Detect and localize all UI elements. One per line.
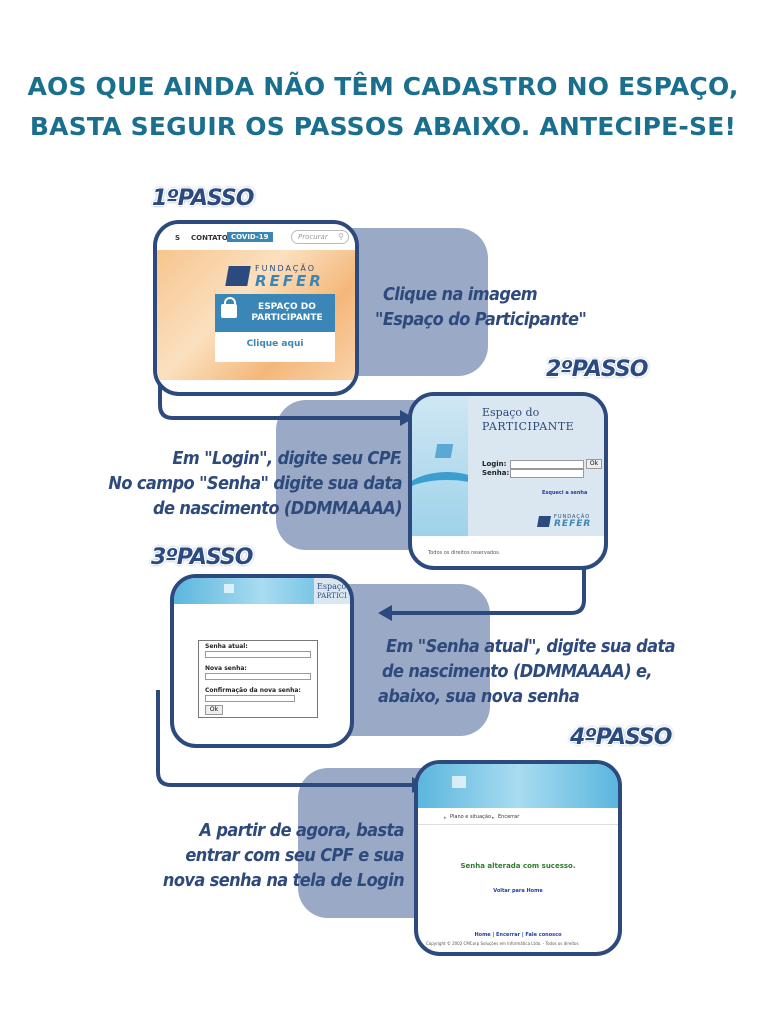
step1-instruction-line2: "Espaço do Participante": [375, 309, 587, 330]
headline-line-2: BASTA SEGUIR OS PASSOS ABAIXO. ANTECIPE-…: [29, 112, 737, 141]
login-panel: Espaço do PARTICIPANTE Login: Ok Senha: …: [468, 396, 604, 536]
login-side-graphic: [412, 396, 492, 536]
step2-instruction: Em "Login", digite seu CPF. No campo "Se…: [90, 446, 402, 521]
menu-encerrar[interactable]: Encerrar: [498, 814, 520, 820]
login-ok-button[interactable]: Ok: [586, 459, 602, 469]
header-title-2: PARTICI: [317, 592, 347, 600]
refer-logo-icon-mini: [537, 516, 551, 527]
senha-atual-label: Senha atual:: [205, 643, 248, 650]
step3-screenshot: Espaço PARTICI Senha atual: Nova senha: …: [170, 574, 354, 748]
step2-screenshot: Espaço do PARTICIPANTE Login: Ok Senha: …: [408, 392, 608, 570]
success-message: Senha alterada com sucesso.: [460, 862, 576, 870]
change-password-ok-button[interactable]: Ok: [205, 705, 223, 715]
refer-logo-icon-banner: [452, 776, 466, 788]
refer-logo-icon: [225, 266, 251, 286]
copyright-text: Copyright © 2002 CMCorp Soluções em Info…: [426, 941, 579, 946]
card-link[interactable]: Clique aqui: [246, 339, 304, 349]
header-title-1: Espaço: [317, 582, 347, 591]
bullet-icon: ▸: [444, 815, 447, 821]
step1-instruction: Clique na imagem "Espaço do Participante…: [375, 282, 605, 332]
card-title: ESPAÇO DO PARTICIPANTE: [251, 302, 323, 323]
headline-line-1: AOS QUE AINDA NÃO TÊM CADASTRO NO ESPAÇO…: [27, 72, 739, 101]
step4-instruction-line1: A partir de agora, basta: [199, 820, 404, 841]
refer-logo-small-bottom: REFER: [554, 519, 592, 529]
senha-field[interactable]: [510, 469, 584, 478]
refer-logo-small: FUNDAÇÃO REFER: [537, 514, 604, 530]
header-banner: [418, 764, 618, 808]
confirmacao-field[interactable]: [205, 695, 295, 702]
lock-shackle-icon: [224, 297, 236, 307]
step1-instruction-line1: Clique na imagem: [383, 284, 538, 305]
nav-item-s[interactable]: S: [175, 234, 181, 242]
step3-instruction-line3: abaixo, sua nova senha: [378, 686, 580, 707]
card-header: ESPAÇO DO PARTICIPANTE: [215, 294, 335, 332]
step1-label: 1ºPASSO: [152, 186, 254, 211]
refer-logo-top: FUNDAÇÃO: [255, 264, 317, 273]
change-password-form: Senha atual: Nova senha: Confirmação da …: [198, 640, 318, 718]
wave-graphic: [412, 472, 492, 520]
login-label: Login:: [482, 460, 507, 468]
step4-screenshot: ▸ Plano e situação ▸ Encerrar Senha alte…: [414, 760, 622, 956]
site-nav-bar: S CONTATO COVID-19 Procurar ⚲: [157, 224, 355, 250]
step2-instruction-line2: No campo "Senha" digite sua data: [108, 473, 402, 494]
login-field[interactable]: [510, 460, 584, 469]
menu-bar: ▸ Plano e situação ▸ Encerrar: [418, 812, 618, 825]
nav-item-contato[interactable]: CONTATO: [191, 234, 228, 242]
nova-senha-field[interactable]: [205, 673, 311, 680]
refer-logo-icon-small: [434, 444, 454, 458]
confirmacao-label: Confirmação da nova senha:: [205, 687, 301, 694]
login-heading-2: PARTICIPANTE: [482, 420, 575, 433]
nav-item-covid[interactable]: COVID-19: [227, 232, 273, 242]
forgot-password-link[interactable]: Esqueci a senha: [542, 490, 588, 496]
senha-label: Senha:: [482, 469, 510, 477]
refer-logo-icon-banner: [224, 584, 234, 593]
lock-icon: [221, 304, 237, 318]
step3-instruction-line2: de nascimento (DDMMAAAA) e,: [382, 661, 653, 682]
search-placeholder: Procurar: [298, 233, 328, 241]
search-icon: ⚲: [338, 232, 344, 241]
back-home-link[interactable]: Voltar para Home: [493, 888, 543, 894]
bullet-icon: ▸: [492, 815, 495, 821]
step2-instruction-line3: de nascimento (DDMMAAAA): [152, 498, 403, 519]
footer-links[interactable]: Home | Encerrar | Fale conosco: [474, 932, 562, 938]
refer-logo-small-top: FUNDAÇÃO: [554, 514, 591, 520]
search-box[interactable]: Procurar ⚲: [291, 230, 349, 244]
espaco-participante-card[interactable]: ESPAÇO DO PARTICIPANTE Clique aqui: [215, 294, 335, 362]
step1-screenshot: S CONTATO COVID-19 Procurar ⚲ FUNDAÇÃO R…: [153, 220, 359, 396]
step3-label: 3ºPASSO: [151, 545, 253, 570]
step4-instruction-line3: nova senha na tela de Login: [162, 870, 405, 891]
login-heading-1: Espaço do: [482, 406, 540, 419]
nova-senha-label: Nova senha:: [205, 665, 247, 672]
step4-label: 4ºPASSO: [570, 725, 672, 750]
senha-atual-field[interactable]: [205, 651, 311, 658]
step4-instruction-line2: entrar com seu CPF e sua: [185, 845, 404, 866]
header-title-box: Espaço PARTICI: [314, 578, 350, 604]
step2-label: 2ºPASSO: [546, 357, 648, 382]
step4-instruction: A partir de agora, basta entrar com seu …: [150, 818, 405, 893]
refer-logo-bottom: REFER: [255, 272, 324, 290]
refer-logo: FUNDAÇÃO REFER: [225, 264, 337, 290]
step2-instruction-line1: Em "Login", digite seu CPF.: [172, 448, 402, 469]
menu-plano[interactable]: Plano e situação: [450, 814, 492, 820]
login-footer: Todos os direitos reservados.: [428, 550, 501, 556]
step3-instruction: Em "Senha atual", digite sua data de nas…: [378, 634, 678, 709]
step3-instruction-line1: Em "Senha atual", digite sua data: [386, 636, 676, 657]
